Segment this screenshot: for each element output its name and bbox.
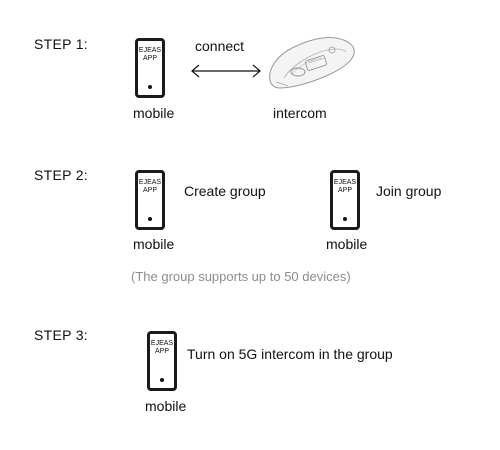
step-3-label: STEP 3: bbox=[34, 327, 88, 343]
phone-app-line-1: EJEAS bbox=[138, 179, 162, 186]
phone-app-line-1: EJEAS bbox=[138, 47, 162, 54]
step-2-label: STEP 2: bbox=[34, 167, 88, 183]
join-group-label: Join group bbox=[376, 183, 442, 199]
phone-app-label: EJEAS APP bbox=[138, 179, 162, 195]
step-2-phone-icon: EJEAS APP bbox=[135, 170, 165, 230]
group-capacity-note: (The group supports up to 50 devices) bbox=[131, 269, 351, 284]
step-1-phone-icon: EJEAS APP bbox=[135, 38, 165, 98]
phone-home-button bbox=[343, 217, 347, 221]
phone-app-line-2: APP bbox=[142, 187, 157, 194]
step-3-device-label: mobile bbox=[145, 398, 187, 414]
intercom-device-icon bbox=[269, 37, 355, 89]
phone-app-label: EJEAS APP bbox=[138, 47, 162, 63]
phone-home-button bbox=[160, 378, 164, 382]
phone-home-button bbox=[148, 217, 152, 221]
step-2-device-label: mobile bbox=[133, 236, 175, 252]
phone-app-label: EJEAS APP bbox=[150, 340, 174, 356]
double-arrow-icon bbox=[191, 64, 261, 78]
turn-on-intercom-label: Turn on 5G intercom in the group bbox=[187, 346, 393, 362]
phone-app-line-2: APP bbox=[337, 187, 352, 194]
step-1-label: STEP 1: bbox=[34, 36, 88, 52]
connect-label: connect bbox=[195, 38, 245, 54]
create-group-label: Create group bbox=[184, 183, 266, 199]
phone-app-line-1: EJEAS bbox=[333, 179, 357, 186]
step-2-second-device-label: mobile bbox=[326, 236, 368, 252]
step-1-target-label: intercom bbox=[273, 105, 327, 121]
step-1-device-label: mobile bbox=[133, 105, 175, 121]
phone-app-label: EJEAS APP bbox=[333, 179, 357, 195]
phone-home-button bbox=[148, 85, 152, 89]
phone-app-line-1: EJEAS bbox=[150, 340, 174, 347]
phone-app-line-2: APP bbox=[154, 348, 169, 355]
phone-app-line-2: APP bbox=[142, 55, 157, 62]
step-2-second-phone-icon: EJEAS APP bbox=[330, 170, 360, 230]
step-3-phone-icon: EJEAS APP bbox=[147, 331, 177, 391]
